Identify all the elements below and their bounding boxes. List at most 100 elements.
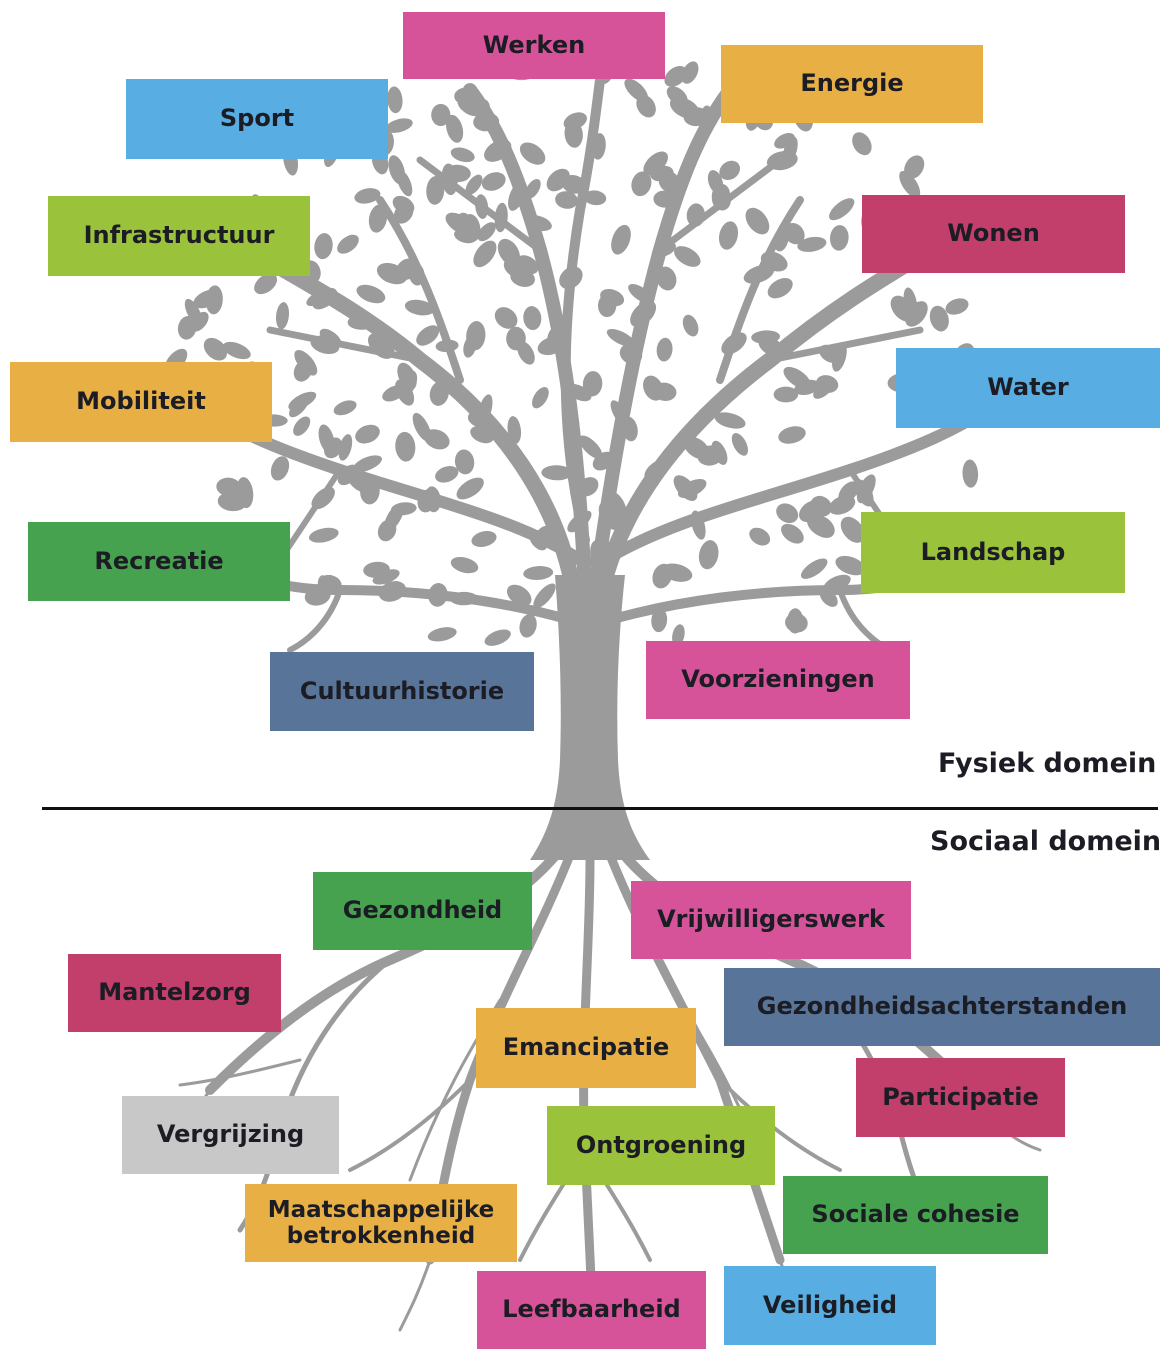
- tree-leaf: [388, 155, 406, 185]
- tree-leaf: [823, 574, 851, 593]
- tree-leaf: [773, 386, 799, 403]
- tree-branch-18: [287, 587, 343, 653]
- tree-leaf: [559, 266, 583, 290]
- tree-leaf: [473, 240, 497, 268]
- tree-branch-12: [266, 326, 424, 364]
- tree-leaf: [222, 341, 251, 360]
- tree-leaf: [337, 234, 359, 254]
- tree-leaf: [682, 314, 699, 337]
- tree-leaf: [606, 328, 635, 347]
- label-landschap: Landschap: [861, 512, 1125, 593]
- tree-leaf: [721, 332, 747, 355]
- tree-root-8: [348, 1078, 472, 1172]
- tree-leaf: [368, 332, 395, 359]
- tree-leaf: [517, 341, 535, 365]
- tree-leaf: [465, 174, 483, 195]
- label-mantelzorg: Mantelzorg: [68, 954, 281, 1032]
- tree-leaf: [454, 449, 475, 475]
- tree-leaf: [686, 203, 705, 227]
- tree-leaf: [766, 150, 798, 171]
- tree-leaf: [506, 584, 532, 607]
- tree-leaf: [835, 555, 866, 576]
- label-recreatie: Recreatie: [28, 522, 290, 601]
- tree-leaf: [630, 300, 657, 327]
- tree-leaf: [856, 474, 876, 504]
- tree-leaf: [563, 112, 587, 130]
- tree-leaf: [656, 337, 673, 362]
- tree-leaf: [731, 433, 749, 456]
- tree-leaf: [813, 378, 835, 399]
- tree-branch-10: [376, 196, 464, 384]
- tree-root-14: [398, 1258, 432, 1332]
- tree-leaf: [429, 381, 449, 406]
- tree-leaf: [354, 188, 381, 204]
- tree-leaf: [275, 302, 290, 330]
- tree-leaf: [899, 170, 921, 198]
- tree-leaf: [333, 400, 357, 416]
- tree-leaf: [441, 163, 458, 196]
- tree-leaf: [525, 178, 541, 199]
- tree-leaf: [426, 176, 445, 205]
- tree-leaf: [507, 416, 522, 444]
- tree-leaf: [592, 573, 612, 598]
- tree-leaf: [471, 531, 497, 547]
- tree-leaf: [774, 133, 795, 149]
- tree-leaf: [463, 335, 477, 358]
- tree-leaf: [338, 434, 353, 461]
- tree-leaf: [524, 215, 552, 231]
- tree-leaf: [578, 435, 603, 459]
- tree-leaf: [829, 225, 849, 251]
- tree-leaf: [270, 456, 290, 481]
- tree-leaf: [356, 284, 386, 304]
- tree-branch-2: [592, 242, 938, 608]
- tree-leaf: [484, 139, 512, 162]
- tree-leaf: [743, 264, 775, 284]
- tree-leaf: [317, 575, 331, 600]
- tree-leaf: [457, 95, 484, 117]
- tree-leaf: [377, 519, 397, 542]
- tree-leaf: [673, 475, 698, 501]
- tree-root-16: [178, 1058, 302, 1087]
- tree-leaf: [353, 455, 382, 473]
- label-vergrijzing: Vergrijzing: [122, 1096, 339, 1174]
- tree-leaf: [184, 298, 202, 326]
- tree-leaf: [387, 86, 403, 114]
- tree-leaf: [450, 147, 475, 163]
- tree-leaf: [591, 133, 606, 160]
- tree-leaf: [591, 541, 620, 561]
- tree-leaf: [254, 273, 278, 295]
- tree-leaf: [546, 168, 570, 192]
- tree-leaf: [417, 489, 437, 513]
- tree-leaf: [398, 370, 418, 397]
- tree-leaf: [378, 581, 407, 602]
- tree-leaf: [719, 160, 741, 181]
- tree-leaf: [749, 527, 771, 546]
- tree-leaf: [555, 191, 578, 209]
- tree-leaf: [628, 283, 653, 304]
- tree-leaf: [674, 246, 701, 267]
- tree-branch-6: [599, 394, 1006, 566]
- tree-leaf: [523, 306, 542, 331]
- tree-leaf: [435, 339, 459, 353]
- tree-leaf: [306, 287, 335, 307]
- tree-leaf: [624, 78, 649, 102]
- tree-leaf: [547, 326, 565, 352]
- tree-leaf: [462, 214, 481, 242]
- tree-leaf: [534, 525, 554, 550]
- tree-leaf: [427, 627, 457, 642]
- tree-leaf: [484, 629, 511, 646]
- tree-leaf: [840, 516, 865, 543]
- tree-leaf: [428, 583, 448, 607]
- tree-leaf: [698, 540, 719, 570]
- tree-leaf: [778, 426, 806, 444]
- tree-leaf: [683, 107, 710, 127]
- tree-leaf: [532, 387, 549, 409]
- tree-leaf: [446, 114, 464, 143]
- tree-leaf: [776, 503, 799, 524]
- tree-leaf: [809, 515, 835, 538]
- tree-leaf: [651, 608, 668, 633]
- tree-leaf: [412, 412, 432, 442]
- label-cultuurhistorie: Cultuurhistorie: [270, 652, 534, 731]
- physical-domain-label: Fysiek domein: [938, 748, 1157, 779]
- tree-leaf: [494, 202, 508, 233]
